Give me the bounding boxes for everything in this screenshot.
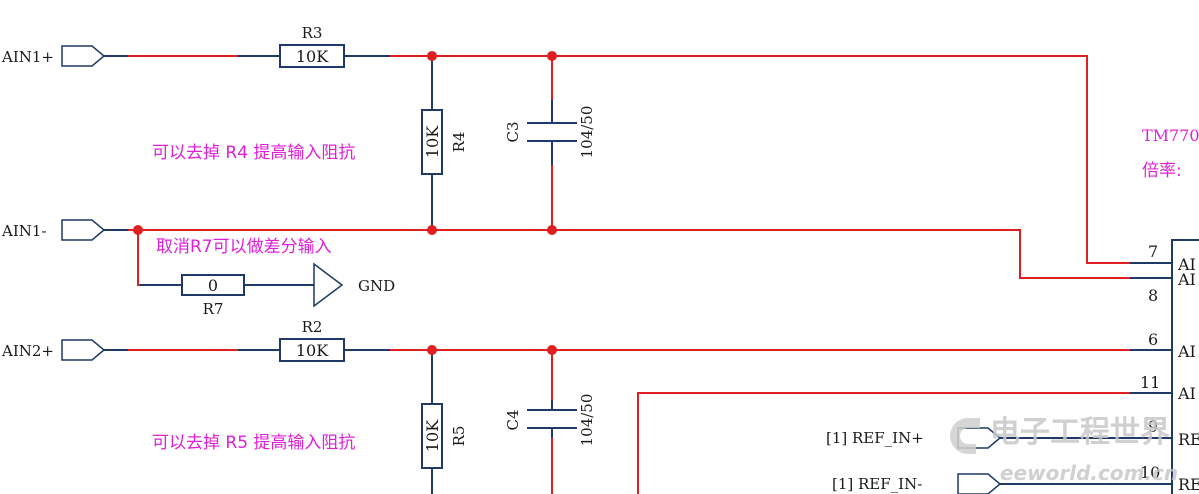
c4-ref: C4 [504,409,522,430]
junction-dot [133,225,143,235]
chip-pin-7-number: 7 [1148,242,1158,261]
watermark-logo-icon [950,418,980,454]
port-ain1p-icon[interactable] [61,45,106,67]
r4-value: 10K [423,125,442,158]
labels: AIN1+ AIN1- AIN2+ GND [1] REF_IN+ [1] RE… [1,24,924,493]
watermark-cn: 电子工程世界 [990,415,1170,450]
c3-ref: C3 [504,121,522,142]
junctions [133,51,557,355]
port-ain1n-icon[interactable] [61,219,106,241]
c3-value: 104/50 [578,106,596,159]
chip-pin-10-label: RE [1178,475,1199,494]
watermark: 电子工程世界 eeworld.com.cn [950,415,1178,485]
resistor-r5[interactable] [421,403,443,469]
chip-pin-7-label: AI [1177,255,1196,274]
port-ain2p-icon[interactable] [61,339,106,361]
resistor-r2[interactable] [279,338,345,362]
r4-ref: R4 [450,132,468,153]
port-ref-in-p-label: [1] REF_IN+ [826,429,924,447]
note-remove-r4: 可以去掉 R4 提高输入阻抗 [152,143,355,163]
chip-pin-6-number: 6 [1148,330,1158,349]
c4-value: 104/50 [578,394,596,447]
junction-dot [427,345,437,355]
chip-gain-fragment: 倍率: [1142,161,1182,181]
chip-pin-11-label: AI [1177,384,1196,403]
wire-ain1n-to-r7 [137,230,140,286]
chip-pin-10-number: 10 [1140,463,1160,482]
junction-dot [547,345,557,355]
r2-ref: R2 [302,318,323,336]
r3-value: 10K [296,47,329,66]
chip-pin-6-label: AI [1177,342,1196,361]
resistor-r7[interactable] [181,274,245,296]
junction-dot [427,225,437,235]
r5-ref: R5 [450,426,468,447]
note-remove-r5: 可以去掉 R5 提高输入阻抗 [152,433,355,453]
note-remove-r7: 取消R7可以做差分输入 [156,237,332,257]
net-wires [128,55,1130,494]
r3-ref: R3 [302,24,323,42]
chip-pin-9-label: RE [1178,430,1199,449]
port-ref-in-n-label: [1] REF_IN- [832,475,922,493]
port-ain1p-label: AIN1+ [1,48,54,66]
wire-ain1n-to-pin8 [128,229,1130,279]
chip-pin-9-number: 9 [1148,417,1158,436]
chip-pin-11-number: 11 [1140,373,1160,392]
chip-pin-8-number: 8 [1148,286,1158,305]
chip-pin-8-label: AI [1177,270,1196,289]
chip-symbol: 7 AI 8 AI 6 AI 11 AI 9 RE 10 RE TM7705 倍… [1130,126,1199,494]
wire-r3-to-pin7 [390,55,1130,264]
chip-body-edge [1171,239,1199,494]
r2-value: 10K [296,341,329,360]
wire-pin11 [637,392,1130,494]
junction-dot [547,51,557,61]
r5-value: 10K [423,419,442,452]
watermark-en: eeworld.com.cn [1000,461,1178,485]
port-ain2p-label: AIN2+ [1,342,54,360]
ground-label: GND [358,277,395,295]
chip-name-fragment: TM7705 [1142,126,1199,145]
ground-triangle-icon [313,262,344,308]
r7-ref: R7 [203,300,224,318]
port-ref-in-n-icon[interactable] [957,473,1002,494]
junction-dot [547,225,557,235]
port-symbols [61,45,1172,494]
port-ain1n-label: AIN1- [1,222,47,240]
resistor-r3[interactable] [279,44,345,68]
resistor-r4[interactable] [421,109,443,175]
r7-value: 0 [208,276,218,295]
junction-dot [427,51,437,61]
